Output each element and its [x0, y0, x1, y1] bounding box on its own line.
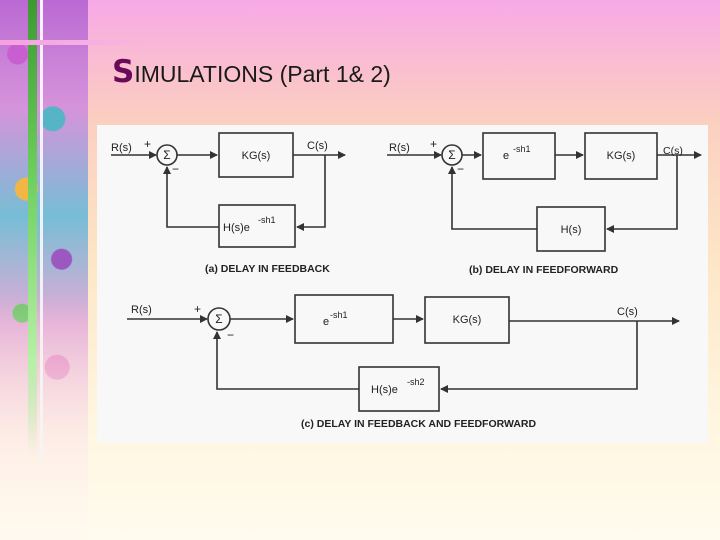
block-diagram-figure: R(s) + − Σ KG(s) C(s) H(s)e -sh1 (a) DEL… — [97, 125, 708, 443]
block-diagrams-svg: R(s) + − Σ KG(s) C(s) H(s)e -sh1 (a) DEL… — [111, 132, 702, 430]
diagram-b-input-label: R(s) — [389, 142, 410, 154]
diagram-a-output-label: C(s) — [307, 140, 328, 152]
diagram-b-delay-label: e — [503, 150, 509, 162]
diagram-a-feedback-label: H(s)e — [223, 222, 250, 234]
slide-title-rest: IMULATIONS (Part 1& 2) — [134, 61, 391, 87]
diagram-b-output-label: C(s) — [663, 145, 683, 157]
decorative-white-bar — [40, 0, 43, 460]
diagram-b-feedback-line-in — [606, 155, 678, 233]
diagram-a-input-label: R(s) — [111, 142, 132, 154]
diagram-a-minus-sign: − — [172, 162, 179, 176]
diagram-c-sigma: Σ — [215, 312, 222, 326]
diagram-b-sigma: Σ — [448, 148, 455, 162]
diagram-b-feedback-line-out — [448, 166, 537, 230]
diagram-c-delay-label: e — [323, 316, 329, 328]
diagram-b-kg-block — [584, 132, 658, 180]
diagram-b — [387, 132, 702, 252]
diagram-a — [111, 132, 346, 248]
diagram-b-plus-sign: + — [430, 137, 437, 151]
diagram-a-feedback-line-out — [163, 166, 219, 228]
diagram-b-delay-exponent: -sh1 — [513, 144, 531, 154]
diagram-c-delay-exponent: -sh1 — [330, 310, 348, 320]
diagram-c-kg-block — [424, 296, 510, 344]
diagram-a-feedback-exponent: -sh1 — [258, 215, 276, 225]
diagram-c-feedback-label: H(s)e — [371, 384, 398, 396]
diagram-c-plus-sign: + — [194, 302, 201, 316]
diagram-b-kg-label: KG(s) — [607, 150, 636, 162]
diagram-b-delay-block — [482, 132, 556, 180]
diagram-c-feedback-line-in — [440, 321, 638, 393]
diagram-a-sigma: Σ — [163, 148, 170, 162]
diagram-c-caption: (c) DELAY IN FEEDBACK AND FEEDFORWARD — [301, 418, 537, 430]
diagram-c — [127, 294, 680, 412]
diagram-a-kg-label: KG(s) — [242, 150, 271, 162]
diagram-c-input-label: R(s) — [131, 304, 152, 316]
diagram-c-kg-label: KG(s) — [453, 314, 482, 326]
slide-title: SIMULATIONS (Part 1& 2) — [112, 54, 391, 90]
diagram-b-minus-sign: − — [457, 162, 464, 176]
diagram-a-caption: (a) DELAY IN FEEDBACK — [205, 263, 330, 275]
diagram-b-feedback-label: H(s) — [561, 224, 582, 236]
decorative-green-bar — [28, 0, 37, 455]
diagram-c-feedback-exponent: -sh2 — [407, 377, 425, 387]
diagram-a-plus-sign: + — [144, 137, 151, 151]
diagram-a-feedback-block — [218, 204, 296, 248]
diagram-b-caption: (b) DELAY IN FEEDFORWARD — [469, 264, 619, 276]
decorative-pink-bar — [0, 40, 150, 45]
slide-title-initial: S — [112, 54, 135, 90]
diagram-c-minus-sign: − — [227, 328, 234, 342]
diagram-c-feedback-line-out — [213, 331, 359, 390]
diagram-a-feedback-line-in — [296, 155, 326, 231]
diagram-c-output-label: C(s) — [617, 306, 638, 318]
decorative-left-strip — [0, 0, 88, 540]
